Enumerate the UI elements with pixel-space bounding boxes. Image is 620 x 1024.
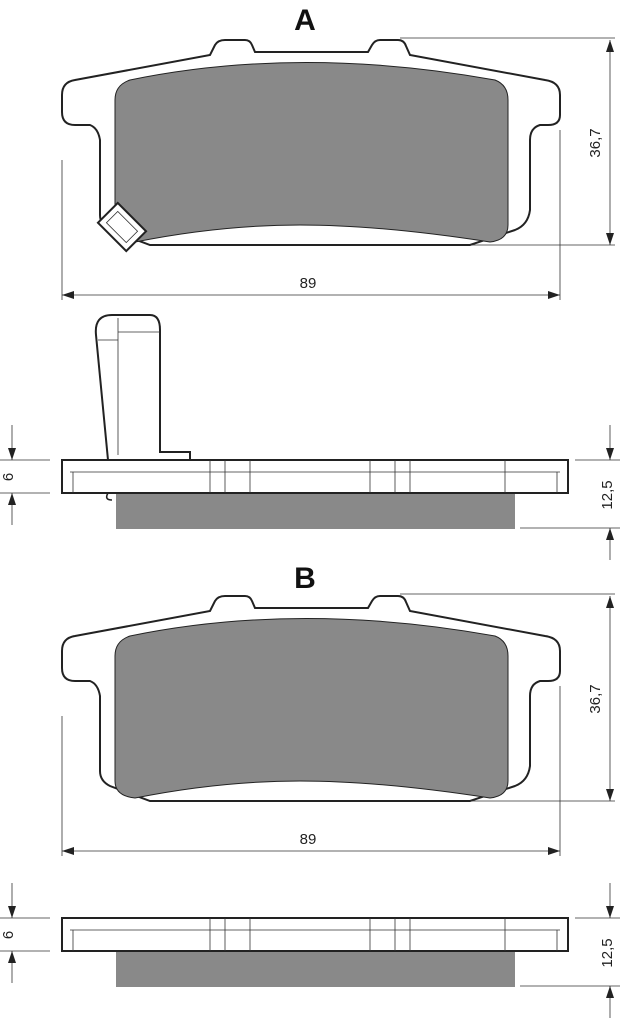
view-label: A <box>294 4 316 37</box>
width-dimension: 89 <box>300 275 317 292</box>
pad-front-view <box>61 37 616 301</box>
backplate-dimension: 6 <box>0 931 17 939</box>
retaining-clip <box>94 314 191 501</box>
pad-side-view <box>0 882 620 1019</box>
pad-front-view <box>61 593 616 857</box>
wear-indicator <box>96 201 148 253</box>
view-label: B <box>294 562 316 595</box>
thickness-dimension: 12,5 <box>599 480 616 509</box>
height-dimension: 36,7 <box>587 128 604 157</box>
view-a: A 36,7 89 6 12,5 <box>0 4 620 561</box>
width-dimension: 89 <box>300 831 317 848</box>
thickness-dimension: 12,5 <box>599 938 616 967</box>
view-b: B 36,7 89 6 12,5 <box>0 562 620 1019</box>
backplate-dimension: 6 <box>0 473 17 481</box>
height-dimension: 36,7 <box>587 684 604 713</box>
pad-side-view <box>0 424 620 561</box>
